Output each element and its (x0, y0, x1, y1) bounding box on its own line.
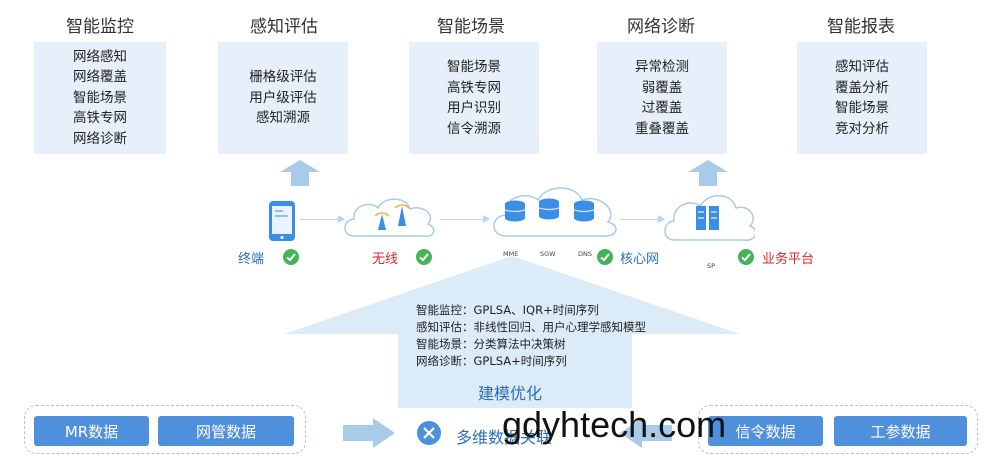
list-item: 栅格级评估 (249, 69, 317, 86)
platform-label: 业务平台 (762, 252, 815, 267)
list-item: 高铁专网 (73, 110, 127, 127)
terminal-label: 终端 (238, 252, 265, 267)
link-arrowhead (658, 215, 665, 223)
column-title-scene: 智能场景 (437, 17, 505, 37)
core-node-sgw: SGW (540, 250, 556, 258)
list-item: 高铁专网 (447, 79, 501, 96)
up-arrow-diagnosis (688, 160, 728, 186)
list-item: 网络感知 (73, 48, 127, 65)
platform-node-sp: SP (707, 262, 716, 270)
mr-data-button: MR数据 (34, 416, 149, 446)
list-item: 信令溯源 (447, 120, 501, 137)
core-network-label: 核心网 (620, 252, 660, 267)
list-item: 用户识别 (447, 100, 501, 116)
column-box-monitor: 网络感知 网络覆盖 智能场景 高铁专网 网络诊断 (34, 42, 166, 154)
column-box-diagnosis: 异常检测 弱覆盖 过覆盖 重叠覆盖 (597, 42, 727, 154)
column-box-perception: 栅格级评估 用户级评估 感知溯源 (218, 42, 348, 154)
column-box-scene: 智能场景 高铁专网 用户识别 信令溯源 (409, 42, 539, 154)
link-x-icon (417, 421, 441, 445)
list-item: 弱覆盖 (641, 79, 683, 96)
link-core-platform (620, 219, 660, 220)
list-item: 智能场景 (447, 59, 501, 75)
phone-icon (269, 201, 295, 241)
column-box-report: 感知评估 覆盖分析 智能场景 竞对分析 (797, 42, 927, 154)
model-line-diagnosis: 网络诊断：GPLSA+时间序列 (416, 354, 567, 368)
modeling-title: 建模优化 (478, 384, 543, 403)
list-item: 竞对分析 (835, 120, 889, 137)
link-wireless-core (440, 219, 485, 220)
column-title-monitor: 智能监控 (66, 17, 134, 37)
list-item: 用户级评估 (249, 89, 317, 106)
link-arrowhead (483, 215, 490, 223)
list-item: 重叠覆盖 (635, 120, 689, 137)
model-line-scene: 智能场景：分类算法中决策树 (416, 337, 566, 351)
core-node-dns: DNS (578, 250, 592, 258)
multi-data-association-label: 多维数据关联 (456, 428, 553, 447)
model-lines: 智能监控：GPLSA、IQR+时间序列 感知评估：非线性回归、用户心理学感知模型… (416, 302, 646, 370)
list-item: 感知溯源 (256, 110, 310, 127)
column-title-report: 智能报表 (827, 17, 895, 37)
engineering-param-button: 工参数据 (834, 416, 967, 446)
platform-cloud-icon (664, 195, 755, 241)
modeling-up-arrow (284, 256, 740, 408)
wireless-cloud-icon (344, 198, 435, 237)
list-item: 智能场景 (73, 89, 127, 106)
model-line-monitor: 智能监控：GPLSA、IQR+时间序列 (416, 303, 599, 317)
right-arrow-icon (343, 418, 395, 448)
list-item: 智能场景 (835, 100, 889, 116)
core-network-cloud-icon (493, 187, 617, 237)
check-icon (597, 249, 613, 265)
wireless-label: 无线 (372, 252, 399, 267)
list-item: 感知评估 (835, 59, 889, 75)
list-item: 网络覆盖 (73, 69, 127, 86)
list-item: 网络诊断 (73, 130, 127, 147)
check-icon (283, 249, 299, 265)
list-item: 异常检测 (635, 59, 689, 75)
left-data-group (24, 405, 306, 454)
up-arrow-perception (280, 160, 320, 186)
check-icon (416, 249, 432, 265)
right-data-group (698, 405, 978, 454)
model-line-perception: 感知评估：非线性回归、用户心理学感知模型 (416, 320, 646, 334)
column-title-diagnosis: 网络诊断 (627, 17, 695, 37)
link-terminal-wireless (300, 219, 340, 220)
link-arrowhead (338, 215, 345, 223)
signaling-data-button: 信令数据 (708, 416, 823, 446)
core-node-mme: MME (503, 250, 519, 258)
left-arrow-icon (620, 418, 672, 448)
watermark: gdyhtech.com (502, 404, 727, 445)
list-item: 覆盖分析 (835, 79, 889, 96)
check-icon (738, 249, 754, 265)
nms-data-button: 网管数据 (158, 416, 294, 446)
list-item: 过覆盖 (641, 100, 683, 116)
column-title-perception: 感知评估 (250, 17, 318, 37)
